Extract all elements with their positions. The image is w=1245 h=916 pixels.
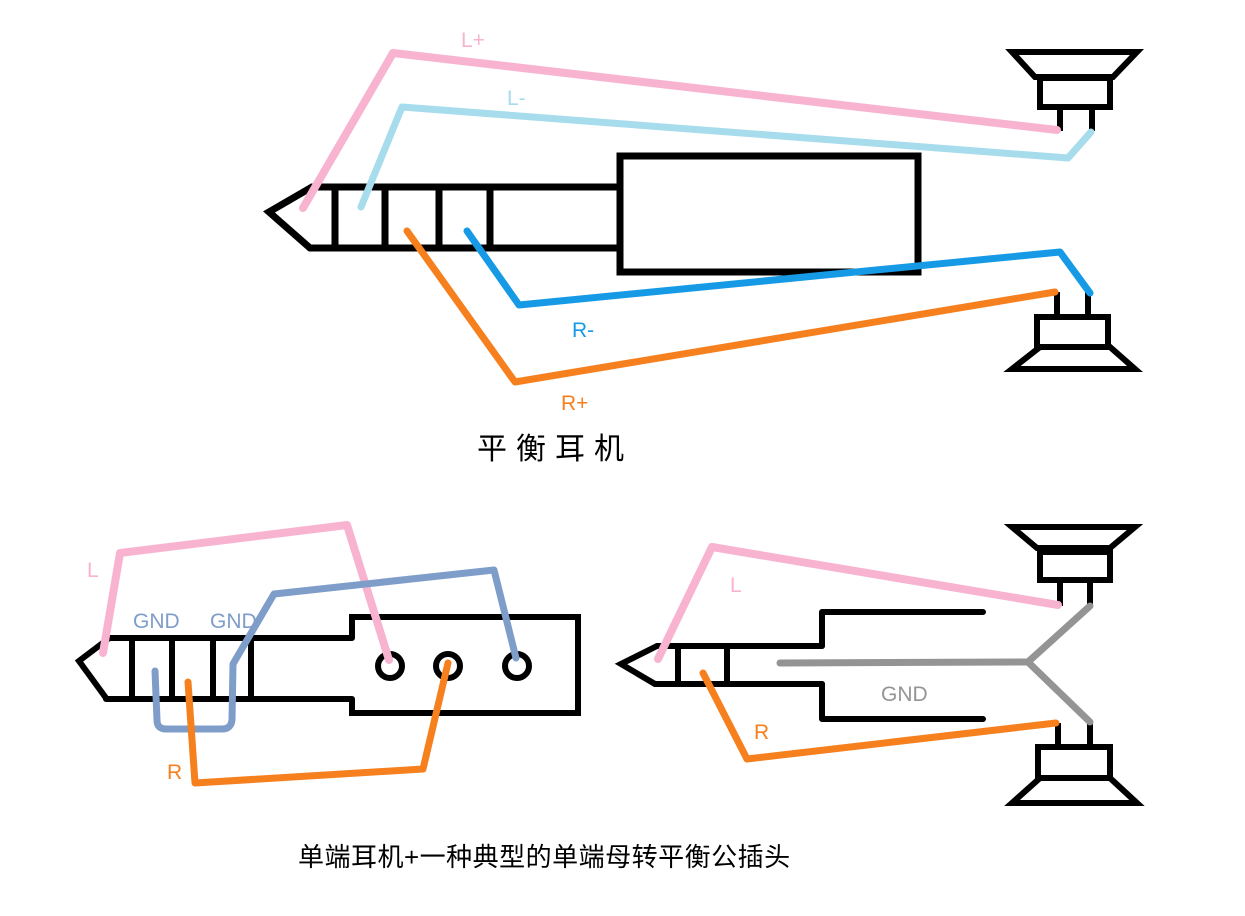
plug-tip-arrow [263, 183, 316, 252]
wire-label-gnd-right: GND [210, 610, 257, 633]
speaker-body [1037, 549, 1113, 583]
left-driver-speaker [1003, 524, 1144, 606]
speaker-body [1034, 314, 1111, 350]
wire-r [699, 669, 1060, 763]
wire-label-r-plus: R+ [561, 392, 588, 415]
speaker-body [1035, 744, 1113, 781]
wire-label-r-minus: R- [572, 319, 594, 342]
wire-l-minus [357, 103, 1095, 211]
speaker-terminals [1055, 723, 1093, 747]
speaker-body [1037, 75, 1113, 110]
speaker-horn [1005, 49, 1145, 80]
plug-shaft [103, 635, 355, 702]
wire-label-l-minus: L- [507, 87, 526, 110]
female-adapter-block [349, 614, 581, 716]
single-ended-plug [74, 635, 355, 702]
wire-r [184, 659, 452, 787]
wire-label-l: L [730, 574, 742, 597]
plug-pole-dividers [129, 635, 254, 702]
balanced-headphone-diagram: L+ L- R- R+ 平衡耳机 [263, 29, 1145, 466]
speaker-terminals [1054, 292, 1091, 317]
plug-shaft [306, 183, 624, 252]
plug-pole-dividers [675, 643, 730, 687]
wire-gnd [151, 566, 520, 733]
wire-l [654, 543, 1062, 663]
plug-handle [616, 152, 922, 276]
balanced-plug [263, 152, 922, 276]
speaker-horn [1003, 524, 1144, 551]
wire-label-gnd-left: GND [133, 610, 180, 633]
speaker-horn [1003, 344, 1143, 372]
wire-l-plus [299, 49, 1061, 212]
wire-r-minus [463, 227, 1094, 309]
plug-shaft [652, 643, 825, 687]
balanced-headphone-caption: 平衡耳机 [477, 433, 633, 466]
right-driver-speaker [1003, 292, 1143, 372]
balanced-male-plug [614, 609, 986, 722]
female-socket-outline [819, 609, 986, 722]
single-ended-adapter-caption: 单端耳机+一种典型的单端母转平衡公插头 [298, 842, 791, 872]
wire-r-plus [403, 227, 1059, 386]
left-driver-speaker [1005, 49, 1145, 131]
right-driver-speaker [1004, 723, 1145, 806]
wire-label-gnd: GND [881, 683, 928, 706]
wire-label-l: L [87, 559, 99, 582]
wire-l [99, 521, 393, 664]
adapter-balanced-male-diagram: L GND R 单端耳机+一种典型的单端母转平衡公插头 [298, 524, 1145, 872]
plug-tip-arrow [614, 643, 660, 687]
wire-label-r: R [167, 761, 182, 784]
adapter-outline [349, 614, 581, 716]
wire-label-r: R [754, 721, 769, 744]
wire-gnd-shared [776, 602, 1094, 726]
speaker-terminals [1057, 107, 1095, 131]
wire-label-l-plus: L+ [461, 29, 485, 52]
speaker-terminals [1057, 580, 1093, 606]
single-ended-plug-diagram: L GND GND R [74, 521, 581, 787]
plug-pole-dividers [331, 183, 494, 252]
plug-tip-arrow [74, 636, 111, 701]
speaker-horn [1004, 775, 1145, 806]
